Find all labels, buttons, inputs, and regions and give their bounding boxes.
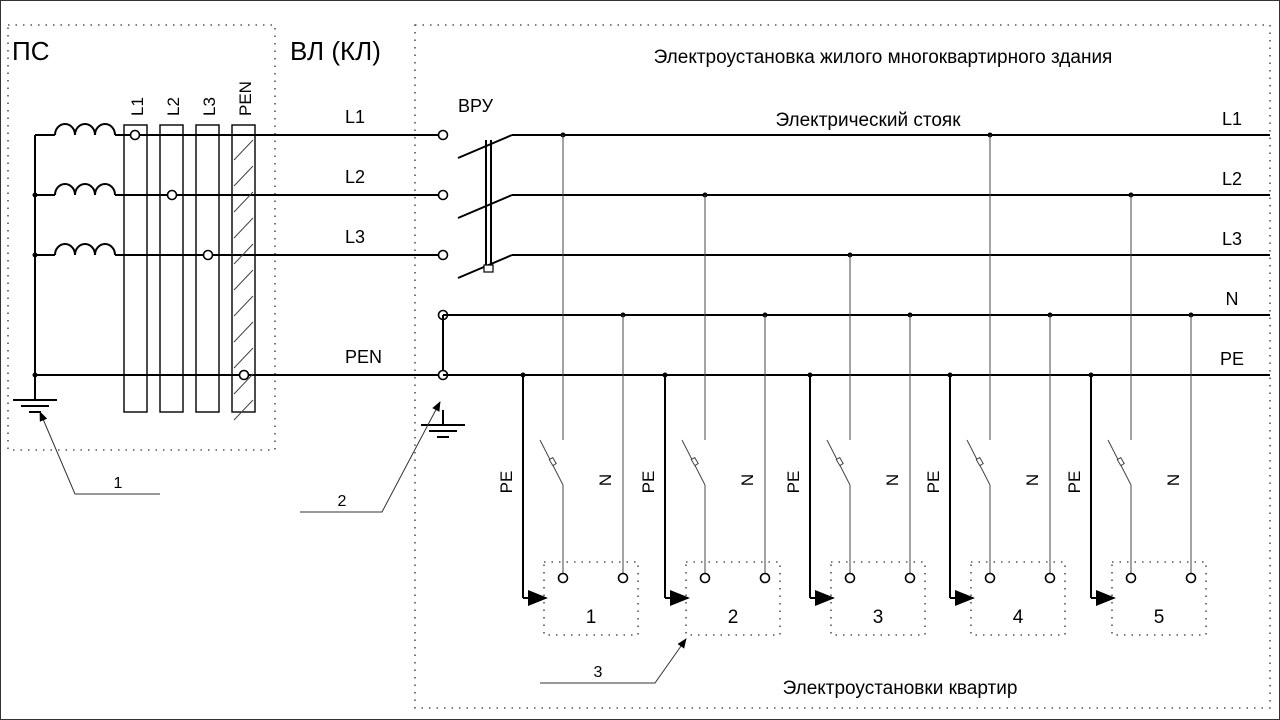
apartment-n-terminal — [759, 572, 771, 584]
bus-tap — [238, 369, 250, 381]
apartment-number: 5 — [1154, 607, 1165, 628]
bus-label: L2 — [164, 97, 183, 116]
pe-wire-label: PE — [784, 471, 803, 494]
bus-label: L3 — [200, 97, 219, 116]
riser-label: Электрический стояк — [775, 110, 961, 131]
transformer-winding-1 — [54, 123, 116, 136]
apartment-n-terminal — [904, 572, 916, 584]
callout-number: 1 — [114, 475, 123, 492]
apartment-number: 4 — [1013, 607, 1024, 628]
hatch — [233, 165, 254, 187]
apartment-number: 1 — [586, 607, 597, 628]
bus-bar-PEN — [231, 124, 256, 413]
hatch — [233, 399, 254, 421]
breaker-latch-icon — [975, 456, 984, 467]
n-wire-label: N — [883, 474, 902, 486]
breaker-latch-icon — [1116, 456, 1125, 467]
pe-wire-label: PE — [924, 471, 943, 494]
n-wire-label: N — [1023, 474, 1042, 486]
transformer-winding-3 — [54, 243, 116, 256]
apartment-phase-terminal — [699, 572, 711, 584]
hatch — [233, 321, 254, 343]
apartment-phase-terminal — [984, 572, 996, 584]
apartment-n-terminal — [1185, 572, 1197, 584]
junction-dot — [32, 192, 38, 198]
bus-tap — [202, 249, 214, 261]
bus-bar-L1 — [123, 124, 148, 413]
pe-wire-label: PE — [1065, 471, 1084, 494]
substation-region — [7, 24, 276, 451]
apartment-n-terminal — [617, 572, 629, 584]
vru-label: ВРУ — [458, 96, 494, 116]
bus-bar-L3 — [195, 124, 220, 413]
bus-label: L1 — [128, 97, 147, 116]
junction-dot — [32, 372, 38, 378]
breaker-latch-icon — [548, 456, 557, 467]
hatch — [233, 139, 254, 161]
breaker-latch-icon — [835, 456, 844, 467]
apartment-phase-terminal — [557, 572, 569, 584]
callout-leader-1 — [39, 411, 160, 495]
bus-label: PEN — [236, 81, 255, 116]
callout-leader-2 — [300, 401, 441, 513]
callout-number: 3 — [594, 664, 603, 681]
line-label: L2 — [345, 167, 365, 187]
bus-bar-L2 — [159, 124, 184, 413]
apartments-title: Электроустановки квартир — [783, 678, 1018, 699]
hatch — [233, 347, 254, 369]
callout-leader-3 — [540, 638, 687, 684]
line-title: ВЛ (КЛ) — [290, 36, 381, 66]
line-label: L1 — [345, 107, 365, 127]
hatch — [233, 269, 254, 291]
switch-drive — [483, 264, 494, 273]
building-title: Электроустановка жилого многоквартирного… — [654, 47, 1113, 68]
hatch — [233, 217, 254, 239]
riser-label-L1: L1 — [1222, 109, 1242, 129]
riser-label-PE: PE — [1220, 349, 1244, 369]
n-wire-label: N — [738, 474, 757, 486]
callout-number: 2 — [338, 493, 347, 510]
pe-wire-label: PE — [639, 471, 658, 494]
line-terminal — [437, 129, 449, 141]
n-wire-label: N — [1164, 474, 1183, 486]
apartment-phase-terminal — [844, 572, 856, 584]
line-terminal — [437, 189, 449, 201]
riser-label-L2: L2 — [1222, 169, 1242, 189]
apartment-number: 2 — [728, 607, 739, 628]
hatch — [233, 191, 254, 213]
hatch — [233, 243, 254, 265]
apartment-n-terminal — [1044, 572, 1056, 584]
junction-dot — [32, 252, 38, 258]
n-wire-label: N — [596, 474, 615, 486]
riser-label-L3: L3 — [1222, 229, 1242, 249]
building-region — [414, 24, 1271, 709]
apartment-number: 3 — [873, 607, 884, 628]
apartment-phase-terminal — [1125, 572, 1137, 584]
transformer-winding-2 — [54, 183, 116, 196]
line-label: L3 — [345, 227, 365, 247]
hatch — [233, 373, 254, 395]
breaker-latch-icon — [690, 456, 699, 467]
hatch — [233, 295, 254, 317]
line-label: PEN — [345, 347, 382, 367]
bus-tap — [129, 129, 141, 141]
riser-label-N: N — [1226, 289, 1239, 309]
substation-title: ПС — [12, 36, 49, 66]
pe-wire-label: PE — [497, 471, 516, 494]
bus-tap — [166, 189, 178, 201]
line-terminal — [437, 249, 449, 261]
